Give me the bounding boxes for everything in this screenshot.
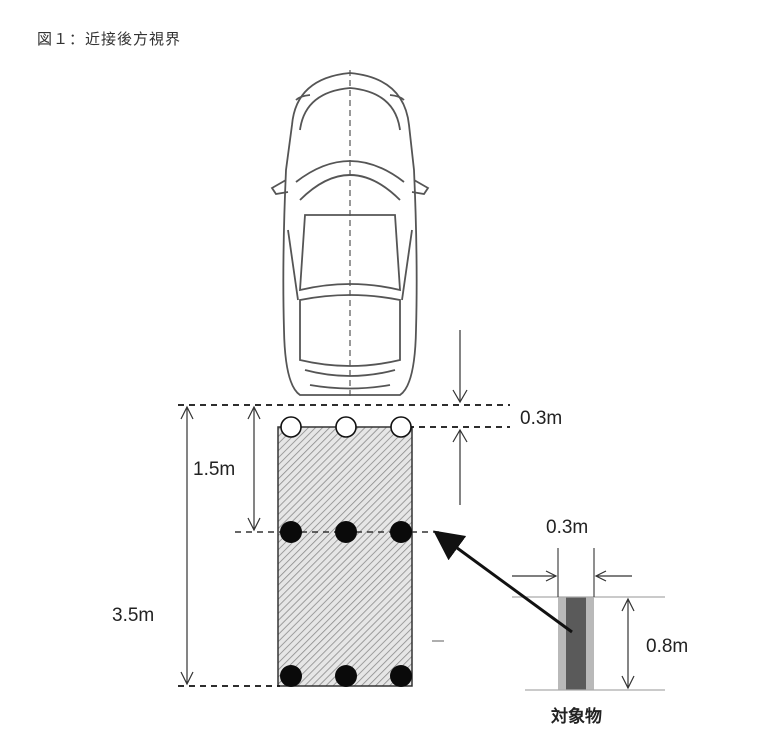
filled-marker (390, 665, 412, 687)
filled-marker (280, 665, 302, 687)
filled-marker (335, 665, 357, 687)
figure-caption: 図１：近接後方視界 (37, 30, 182, 48)
open-marker (335, 416, 357, 438)
open-marker (280, 416, 302, 438)
open-marker (390, 416, 412, 438)
filled-marker (280, 521, 302, 543)
label-gap-top: 0.3m (520, 408, 562, 429)
label-dist-mid: 1.5m (193, 459, 235, 480)
filled-marker (335, 521, 357, 543)
direction-arrow (433, 530, 573, 634)
obj-height-arrows (621, 597, 635, 690)
dim-3-5m (180, 405, 194, 686)
gap-arrows (452, 330, 468, 505)
open-markers (280, 416, 412, 438)
dim-1-5m (247, 405, 261, 532)
label-object: 対象物 (550, 706, 602, 727)
label-obj-width: 0.3m (546, 517, 588, 538)
bottom-markers (280, 665, 412, 687)
target-object (512, 548, 665, 691)
label-dist-total: 3.5m (112, 605, 154, 626)
obj-width-arrows (512, 570, 632, 582)
filled-marker (390, 521, 412, 543)
label-obj-height: 0.8m (646, 636, 688, 657)
mid-markers (280, 521, 412, 543)
visibility-zone (277, 426, 413, 687)
